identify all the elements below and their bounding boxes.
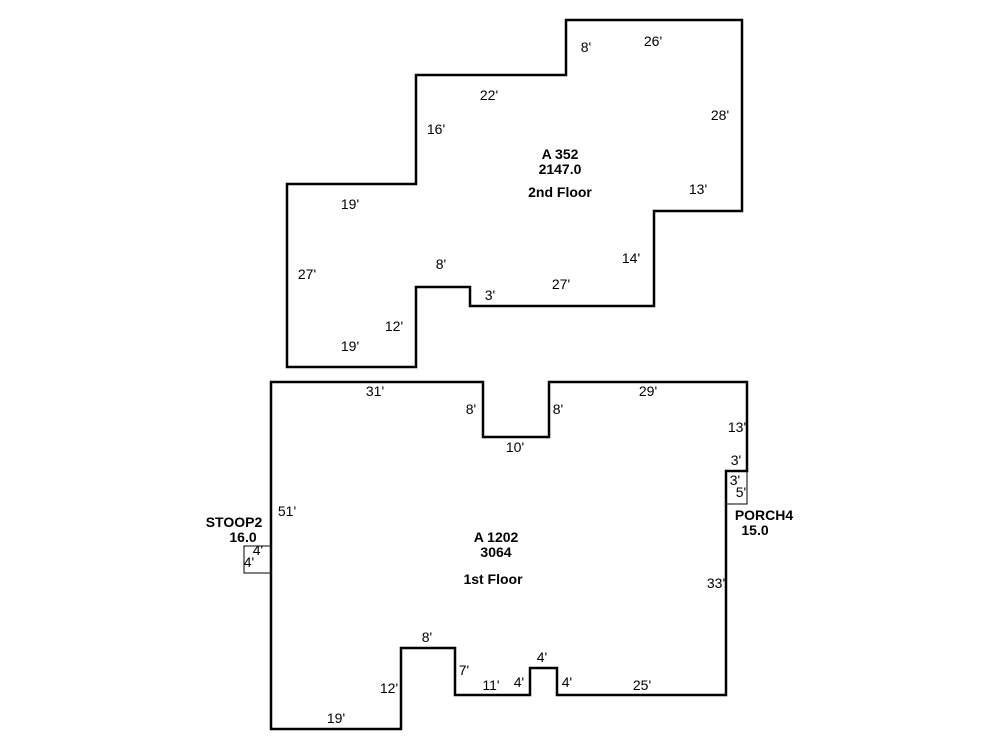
dimension-label: 4' [537,649,547,665]
dimension-label: 16' [427,121,445,137]
dimension-label: 29' [639,383,657,399]
dimension-label: 8' [436,256,446,272]
dimension-label: 19' [327,710,345,726]
dimension-label: 3' [731,452,741,468]
dimension-label: 22' [480,87,498,103]
dimension-label: 51' [278,503,296,519]
dimension-label: 31' [366,383,384,399]
dimension-label: 4' [514,674,524,690]
second-floor-area-code: A 352 [542,146,579,162]
porch-outline [725,470,748,505]
first-floor-outline [269,380,749,731]
dimension-label: 19' [341,196,359,212]
dimension-label: 7' [459,662,469,678]
dimension-label: 3' [730,472,740,488]
dimension-label: 19' [341,338,359,354]
dimension-label: 8' [553,401,563,417]
first-floor-name: 1st Floor [463,571,523,587]
dimension-label: 26' [644,33,662,49]
second-floor-area-value: 2147.0 [539,161,582,177]
dimension-label: 8' [422,629,432,645]
dimension-label: 27' [298,266,316,282]
dimension-label: 12' [385,318,403,334]
first-floor-area-code: A 1202 [474,529,519,545]
dimension-label: 4' [562,674,572,690]
dimension-label: 25' [633,677,651,693]
dimension-label: 11' [482,677,499,693]
porch-name: PORCH4 [735,507,794,523]
dimension-label: 4' [244,554,254,570]
stoop-name: STOOP2 [206,514,263,530]
second-floor-name: 2nd Floor [528,184,592,200]
stoop-outline [243,545,272,574]
dimension-label: 3' [485,287,495,303]
dimension-label: 13' [689,181,707,197]
dimension-label: 28' [711,107,729,123]
dimension-label: 4' [253,542,263,558]
dimension-label: 12' [380,680,398,696]
dimension-label: 27' [552,276,570,292]
dimension-label: 8' [581,39,591,55]
stoop-value: 16.0 [229,529,256,545]
dimension-label: 13' [728,419,746,435]
dimension-label: 14' [622,250,640,266]
porch-value: 15.0 [741,522,768,538]
dimension-label: 5' [736,484,746,500]
first-floor-area-value: 3064 [480,544,511,560]
dimension-label: 10' [506,439,524,455]
dimension-label: 33' [707,575,725,591]
dimension-label: 8' [466,401,476,417]
second-floor-outline [285,18,744,369]
